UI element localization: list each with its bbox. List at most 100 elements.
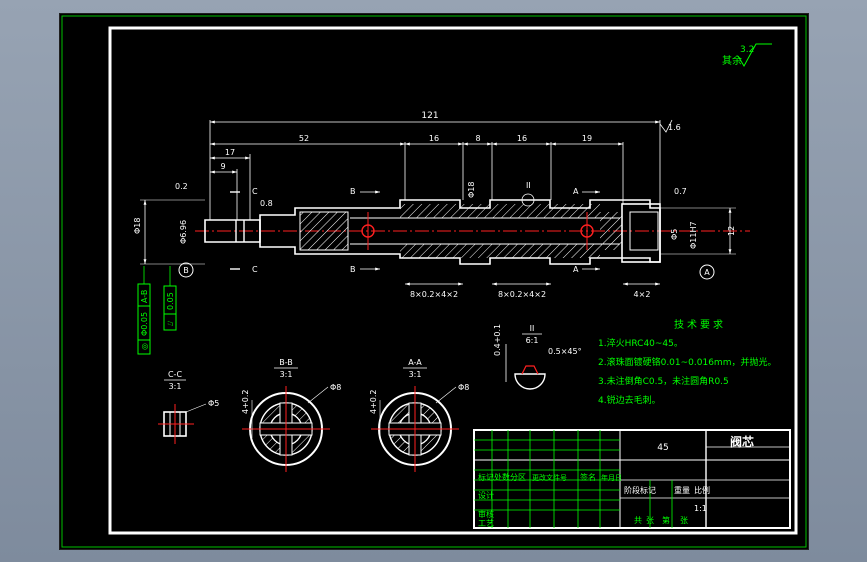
section-a-bottom: A [573, 265, 579, 274]
hatch-region-1 [299, 211, 349, 251]
inner-border [108, 26, 798, 535]
shaft-right-head [621, 203, 661, 263]
main-view: 121 1.6 52 16 8 16 19 17 9 Φ18 Φ6.96 Φ11… [133, 111, 750, 299]
drawing-canvas: 其余 3.2 [59, 13, 809, 550]
surface-finish-value: 3.2 [740, 45, 754, 55]
bottom-dim-3: 4×2 [634, 290, 651, 299]
tb-sheet-total-unit: 张 [646, 516, 654, 525]
dia-left: Φ6.96 [179, 220, 188, 244]
section-aa-label: A-A [408, 358, 422, 367]
tech-item-3: 3.未注倒角C0.5，未注圆角R0.5 [598, 375, 729, 387]
detail-scale: 6:1 [526, 336, 539, 345]
tb-col-label-2: 分区 [510, 473, 526, 482]
right-roughness: 1.6 [668, 123, 681, 132]
tolerance-right: 0.7 [674, 187, 687, 196]
dia-right-fit: Φ11H7 [689, 221, 698, 249]
tb-scale: 1:1 [694, 504, 707, 513]
hatch-region-3 [400, 244, 600, 258]
section-cc: C-C 3:1 Φ5 [158, 370, 219, 444]
gdt2-sym: ⌰ [166, 320, 175, 326]
seg-dim-2: 16 [429, 134, 439, 143]
section-cc-note: Φ5 [208, 399, 219, 408]
gdt1-datum: A-B [140, 290, 149, 303]
surface-finish-label: 其余 [722, 54, 742, 67]
tech-title: 技术要求 [674, 318, 726, 331]
section-aa-scale: 3:1 [409, 370, 422, 379]
section-cc-scale: 3:1 [169, 382, 182, 391]
section-aa-dim: 4+0.2 [369, 389, 378, 414]
seg-dim-5: 19 [582, 134, 592, 143]
tb-col-label-1: 处数 [494, 472, 510, 482]
hatch-region-2 [400, 204, 600, 218]
datum-a: A [704, 268, 710, 277]
gdt1-sym: ◎ [140, 343, 149, 350]
tb-col-label-5: 年月日 [601, 473, 622, 482]
section-bb-scale: 3:1 [280, 370, 293, 379]
section-b-bottom: B [350, 265, 356, 274]
dim-9-text: 9 [220, 162, 225, 171]
extension-lines [209, 120, 661, 220]
seg-dim-3: 8 [475, 134, 480, 143]
section-markers: C C B B A A [230, 187, 600, 274]
tb-weight-label: 重量 [674, 485, 690, 495]
gdt2-tol: 0.05 [166, 292, 175, 310]
tb-col-label-4: 签名 [580, 472, 596, 482]
tb-row-label-2: 设计 [478, 490, 494, 500]
roughness-left: 0.8 [260, 199, 273, 208]
section-aa-note: Φ8 [458, 383, 469, 392]
hatch-region-4 [600, 212, 622, 250]
tb-col-label-3: 更改文件号 [532, 473, 567, 482]
cad-drawing: 其余 3.2 [61, 15, 807, 548]
detail-dim-chamfer: 0.5×45° [548, 347, 582, 356]
section-c-top: C [252, 187, 258, 196]
datum-b-circle [178, 262, 194, 278]
title-block: 45 阀芯 标记 设计 审核 工艺 处数 分区 更改文件号 签名 年月日 阶段标… [473, 429, 791, 529]
tb-scale-label: 比例 [694, 485, 710, 495]
bottom-dim-2: 8×0.2×4×2 [498, 290, 546, 299]
tb-sheet-total: 共 [634, 516, 642, 525]
tolerance-top: 0.2 [175, 182, 188, 191]
tb-material: 45 [657, 443, 668, 453]
section-a-top: A [573, 187, 579, 196]
dia-shaft: Φ18 [467, 182, 476, 198]
tb-sheet-num-unit: 张 [680, 516, 688, 525]
detail-mark-circle [521, 193, 535, 207]
section-bb-dim: 4+0.2 [241, 389, 250, 414]
tech-item-2: 2.滚珠面镀硬铬0.01~0.016mm，并抛光。 [598, 356, 776, 368]
seg-dim-4: 16 [517, 134, 527, 143]
tech-requirements: 技术要求 1.淬火HRC40~45。 2.滚珠面镀硬铬0.01~0.016mm，… [598, 318, 776, 406]
tb-stage-label: 阶段标记 [624, 485, 656, 495]
gdt-frames: ◎ Φ0.05 A-B ⌰ 0.05 [137, 266, 177, 355]
section-cc-label: C-C [168, 370, 182, 379]
outer-border [61, 15, 807, 548]
datum-b: B [183, 266, 189, 275]
tech-item-4: 4.锐边去毛刺。 [598, 394, 661, 406]
tech-item-1: 1.淬火HRC40~45。 [598, 337, 683, 349]
section-bb-label: B-B [279, 358, 293, 367]
tb-row-label-3: 审核 [478, 509, 494, 519]
bottom-dim-1: 8×0.2×4×2 [410, 290, 458, 299]
shaft-right-bore [629, 211, 659, 251]
detail-view: II 6:1 0.5×45° 0.4+0.1 [493, 324, 582, 390]
tb-sheet-num: 第 [662, 515, 670, 525]
datum-a-circle [699, 264, 715, 280]
dia-right-small: Φ5 [670, 229, 679, 240]
dim-overall-text: 121 [421, 111, 438, 121]
tb-row-label-4: 工艺 [478, 519, 494, 528]
dim-17-text: 17 [225, 148, 235, 157]
dim-12: 12 [727, 226, 736, 236]
section-b-top: B [350, 187, 356, 196]
tb-row-label-1: 标记 [478, 472, 494, 482]
section-bb-note: Φ8 [330, 383, 341, 392]
detail-dim-depth: 0.4+0.1 [493, 324, 502, 356]
detail-mark-ii: II [526, 181, 531, 190]
right-roughness-symbol [659, 119, 673, 133]
gdt1-tol: Φ0.05 [140, 312, 149, 336]
detail-label: II [530, 324, 535, 333]
surface-finish-symbol: 其余 3.2 [722, 43, 772, 68]
section-bb: B-B 3:1 Φ8 4+0.2 [241, 358, 341, 472]
section-c-bottom: C [252, 265, 258, 274]
seg-dim-1: 52 [299, 134, 309, 143]
tb-part-name: 阀芯 [730, 434, 754, 449]
dia-left-overall: Φ18 [133, 218, 142, 234]
